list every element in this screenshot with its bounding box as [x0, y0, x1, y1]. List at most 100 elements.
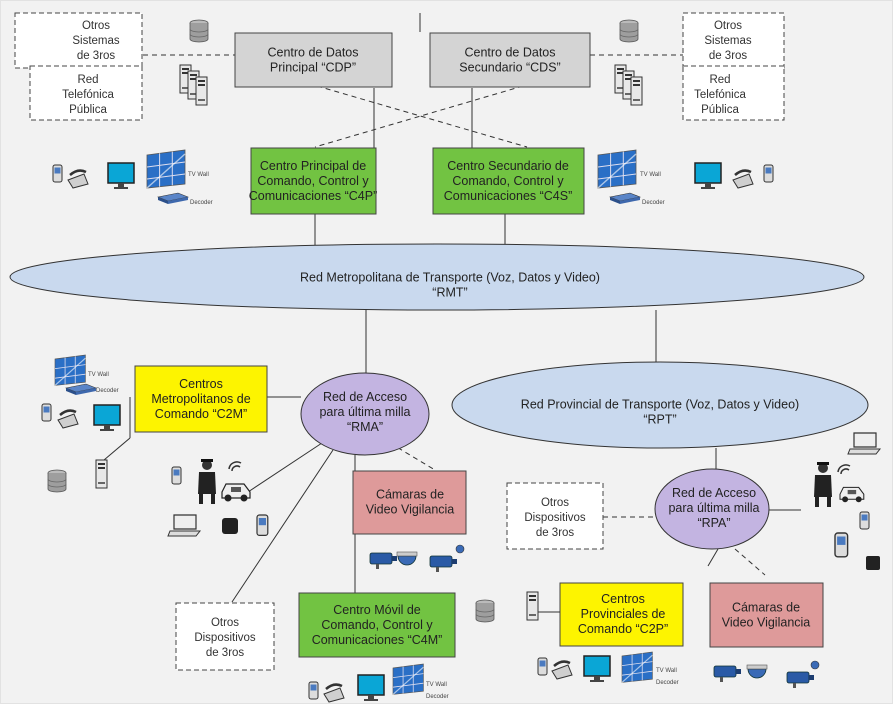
- label-line: Cámaras de: [732, 601, 800, 615]
- dashed-connectors: [143, 54, 766, 576]
- label-line: de 3ros: [206, 647, 245, 659]
- tv-wall-icon: [597, 149, 637, 189]
- camera-device-icon: [866, 556, 880, 570]
- database-icon: [475, 599, 495, 623]
- label-line: Pública: [69, 104, 107, 116]
- red-telefonica-right-box: [682, 65, 785, 121]
- cdp-box: [234, 32, 393, 88]
- servers-icon: [615, 65, 642, 105]
- video-camera-icon: [713, 665, 742, 683]
- label-line: Cámaras de: [376, 488, 444, 502]
- c2p-box: [559, 582, 684, 647]
- tv-wall-icon: [54, 354, 87, 386]
- label-line: Otros: [541, 497, 569, 509]
- connector-rpa-cam: [734, 548, 766, 576]
- label-line: “RMT”: [432, 286, 467, 300]
- label-line: de 3ros: [709, 50, 748, 62]
- connector-cdp-c4s: [316, 85, 528, 148]
- label-line: Video Vigilancia: [722, 616, 811, 630]
- video-camera-icon: [429, 555, 458, 573]
- tv-wall-icon: [392, 663, 425, 696]
- label-line: Telefónica: [62, 89, 114, 101]
- camaras-right-box: [709, 582, 824, 648]
- otros-dispositivos-right-box: [506, 482, 604, 550]
- desk-phone-icon: [550, 660, 574, 681]
- connector-rma-otros: [231, 449, 334, 603]
- label-line: “RMA”: [347, 420, 383, 434]
- label-line: Centros: [601, 592, 645, 606]
- cds-box: [429, 32, 591, 88]
- label-line: Comando “C2P”: [578, 622, 668, 636]
- red-telefonica-left-box: [29, 65, 143, 121]
- wireless-icon: [810, 660, 820, 670]
- smartphone-icon: [256, 514, 269, 537]
- tv-wall-label: TV Wall: [640, 172, 661, 178]
- police-officer-icon: [812, 460, 834, 509]
- label-line: Comando, Control y: [321, 618, 433, 632]
- label-line: Metropolitanos de: [151, 392, 250, 406]
- label-line: Video Vigilancia: [366, 503, 455, 517]
- rma-ellipse: [300, 372, 430, 456]
- decoder-icon: [609, 192, 641, 205]
- tv-wall-icon: [621, 651, 654, 683]
- label-line: Centro Principal de: [260, 159, 366, 173]
- connector-cds-c4p: [314, 85, 524, 148]
- otros-sistemas-left-box: [14, 12, 143, 69]
- monitor-icon: [357, 674, 385, 702]
- wifi-icon: [228, 461, 242, 472]
- patrol-car-icon: [221, 483, 251, 503]
- tv-wall-icon: [146, 149, 186, 189]
- label-line: Red: [709, 74, 730, 86]
- decoder-label: Decoder: [656, 680, 679, 686]
- label-line: Comando “C2M”: [155, 407, 247, 421]
- label-line: Sistemas: [72, 35, 120, 47]
- label-line: Comunicaciones “C4M”: [312, 633, 443, 647]
- desk-phone-icon: [322, 683, 346, 704]
- dome-camera-icon: [396, 551, 418, 566]
- desk-phone-icon: [66, 169, 90, 190]
- label-line: Telefónica: [694, 89, 746, 101]
- video-camera-icon: [369, 552, 398, 570]
- label-line: Sistemas: [704, 35, 752, 47]
- database-icon: [619, 19, 639, 43]
- decoder-icon: [65, 383, 97, 396]
- monitor-icon: [107, 162, 135, 190]
- mobile-phone-icon: [859, 511, 870, 530]
- label-line: Dispositivos: [194, 632, 256, 644]
- laptop-icon: [167, 514, 201, 537]
- database-icon: [47, 469, 67, 493]
- label-line: Red Metropolitana de Transporte (Voz, Da…: [300, 271, 600, 285]
- tv-wall-label: TV Wall: [88, 372, 109, 378]
- label-line: de 3ros: [77, 50, 116, 62]
- police-officer-icon: [196, 457, 218, 506]
- c4p-box: [250, 147, 377, 215]
- server-tower-icon: [95, 459, 108, 489]
- monitor-icon: [694, 162, 722, 190]
- decoder-label: Decoder: [642, 200, 665, 206]
- video-camera-icon: [786, 671, 815, 689]
- label-line: Red: [77, 74, 98, 86]
- c4s-box: [432, 147, 585, 215]
- label-line: Comando, Control y: [257, 174, 369, 188]
- label-line: Comunicaciones “C4S”: [444, 189, 573, 203]
- label-line: Red Provincial de Transporte (Voz, Datos…: [521, 398, 799, 412]
- patrol-car-icon: [839, 486, 865, 503]
- label-line: de 3ros: [536, 527, 575, 539]
- label-line: “RPA”: [697, 516, 730, 530]
- rpt-label: Red Provincial de Transporte (Voz, Datos…: [521, 398, 799, 427]
- tv-wall-label: TV Wall: [188, 172, 209, 178]
- label-line: Centro Secundario de: [447, 159, 569, 173]
- decoder-icon: [157, 192, 189, 205]
- wireless-icon: [455, 544, 465, 554]
